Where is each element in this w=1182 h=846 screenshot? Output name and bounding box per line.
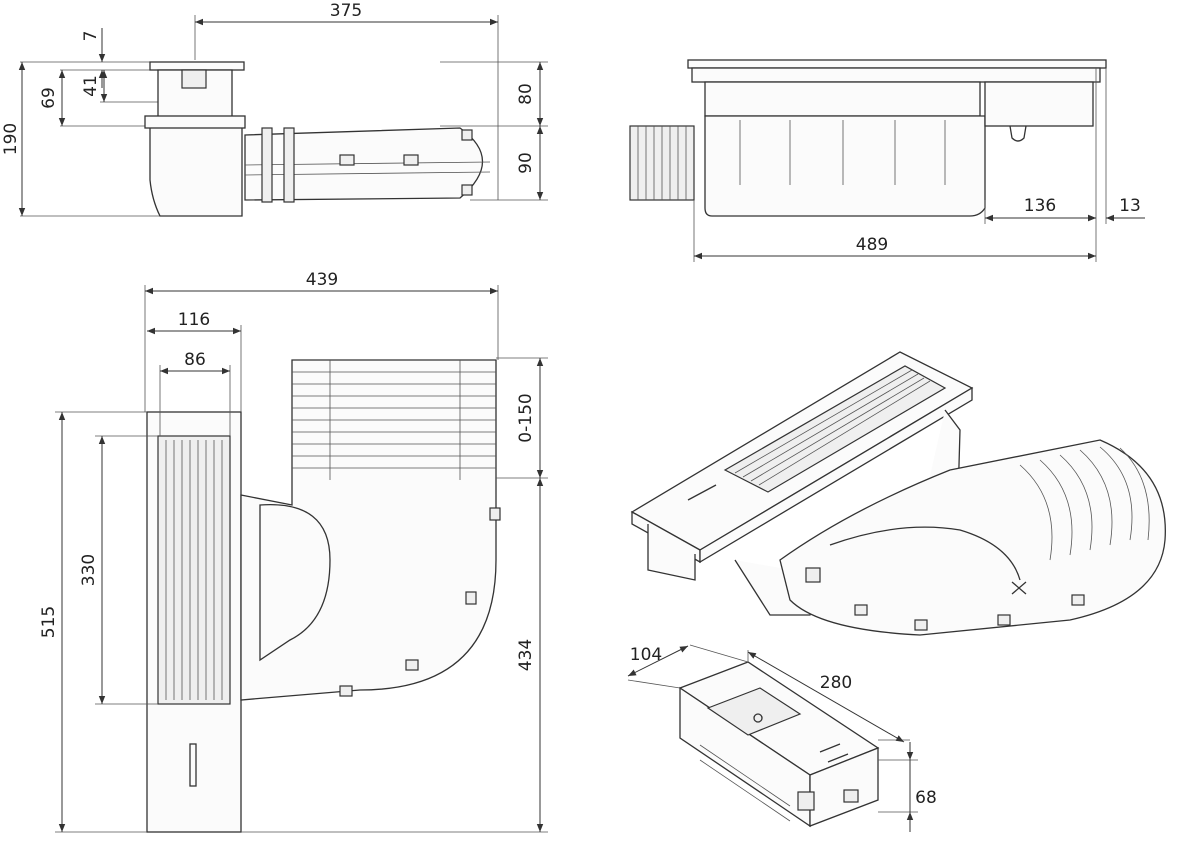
dim-top-adjust-range: 0-150 bbox=[516, 393, 536, 442]
dim-front-depth-right: 136 bbox=[1024, 196, 1056, 216]
isometric-assembly-view bbox=[630, 351, 1166, 636]
dim-side-total-height: 190 bbox=[1, 123, 21, 155]
dim-side-upper-height: 41 bbox=[81, 75, 101, 97]
dim-side-cover-height: 80 bbox=[516, 83, 536, 105]
side-view: 375 190 69 7 41 80 90 bbox=[1, 1, 548, 217]
dim-top-total-width: 439 bbox=[306, 270, 338, 290]
module-view: 104 280 68 bbox=[627, 644, 937, 832]
dim-top-grate-width: 116 bbox=[178, 310, 210, 330]
dim-side-outlet-offset: 69 bbox=[39, 87, 59, 109]
dim-top-grate-length: 330 bbox=[79, 554, 99, 586]
dim-front-frame-edge: 13 bbox=[1119, 196, 1141, 216]
dim-top-outlet-length: 434 bbox=[516, 639, 536, 671]
dim-side-total-length: 375 bbox=[330, 1, 362, 21]
dim-top-inner-width: 86 bbox=[184, 350, 206, 370]
dim-module-depth: 104 bbox=[630, 645, 662, 665]
dim-side-frame-thickness: 7 bbox=[81, 31, 101, 42]
dim-module-length: 280 bbox=[820, 673, 852, 693]
dim-side-pipe-height: 90 bbox=[516, 152, 536, 174]
dim-front-total-width: 489 bbox=[856, 235, 888, 255]
front-view: 489 136 13 bbox=[629, 59, 1145, 262]
top-view: 439 116 86 515 330 0-150 434 bbox=[39, 270, 548, 833]
dim-module-height: 68 bbox=[915, 788, 937, 808]
dim-top-total-length: 515 bbox=[39, 606, 59, 638]
